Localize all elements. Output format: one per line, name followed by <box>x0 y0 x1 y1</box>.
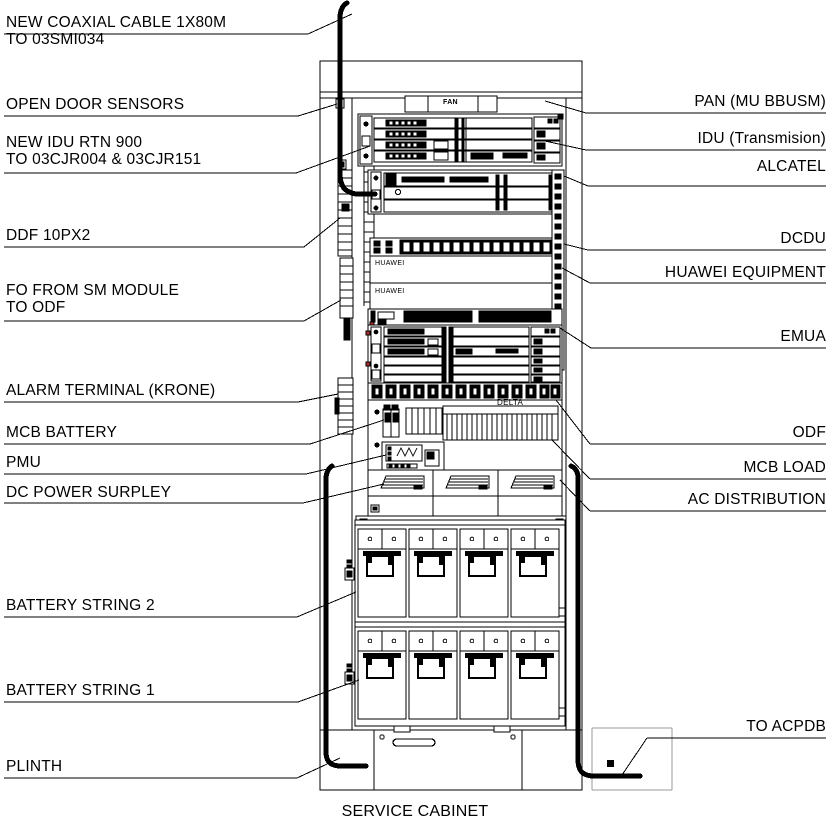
odf-breaker-strip <box>367 382 563 401</box>
rack-text-huawei-2: HUAWEI <box>375 288 405 295</box>
label-fo-from-sm-module-line1: FO FROM SM MODULE <box>6 282 180 299</box>
label-alcatel: ALCATEL <box>756 158 826 175</box>
label-ddf-10px2-line1: DDF 10PX2 <box>6 227 91 244</box>
coaxial-cable-run <box>337 0 378 197</box>
plinth-base <box>319 725 583 791</box>
rack-text-huawei-1: HUAWEI <box>375 260 405 267</box>
label-open-door-sensors: OPEN DOOR SENSORS <box>6 96 184 113</box>
label-plinth: PLINTH <box>6 758 62 775</box>
caption-service-cabinet: SERVICE CABINET <box>341 803 489 820</box>
fan-tray <box>404 95 498 113</box>
label-new-idu-rtn-900-line1: NEW IDU RTN 900 <box>6 134 143 151</box>
label-open-door-sensors-line1: OPEN DOOR SENSORS <box>6 96 185 113</box>
label-mcb-battery: MCB BATTERY <box>6 424 117 441</box>
label-new-idu-rtn-900-line2: TO 03CJR004 & 03CJR151 <box>6 151 202 168</box>
label-pan-mu-bbusm: PAN (MU BBUSM) <box>694 93 826 110</box>
label-ac-distribution: AC DISTRIBUTION <box>687 491 826 508</box>
battery-cable-connectors <box>344 559 355 685</box>
label-to-acpdb: TO ACPDB <box>746 718 826 735</box>
label-fo-from-sm-module: FO FROM SM MODULE TO ODF <box>6 282 179 316</box>
label-pmu: PMU <box>6 454 41 471</box>
label-new-coaxial-cable-line2: TO 03SMI034 <box>6 31 105 48</box>
label-ddf-10px2: DDF 10PX2 <box>6 227 91 244</box>
rack-text-delta: DELTA <box>497 398 524 407</box>
label-fo-from-sm-module-line2: TO ODF <box>6 299 66 316</box>
label-pmu-line1: PMU <box>6 454 42 471</box>
label-mcb-load: MCB LOAD <box>743 459 826 476</box>
label-new-idu-rtn-900: NEW IDU RTN 900 TO 03CJR004 & 03CJR151 <box>6 134 201 168</box>
ac-feed-cable-run <box>568 463 643 779</box>
label-battery-string-1: BATTERY STRING 1 <box>6 682 155 699</box>
label-odf: ODF <box>792 424 826 441</box>
label-alarm-terminal-krone-line1: ALARM TERMINAL (KRONE) <box>6 382 216 399</box>
label-plinth-line1: PLINTH <box>6 758 63 775</box>
label-battery-string-1-line1: BATTERY STRING 1 <box>6 682 155 699</box>
construction-guides <box>591 727 673 791</box>
label-dc-power-surpley-line1: DC POWER SURPLEY <box>6 484 172 501</box>
dc-cable-run-left <box>323 463 369 769</box>
huawei-panel-group <box>369 255 563 310</box>
label-huawei-equipment: HUAWEI EQUIPMENT <box>664 264 826 281</box>
mcb-delta-panel <box>367 399 563 471</box>
label-dcdu: DCDU <box>780 230 826 247</box>
leader-lines-left <box>4 13 387 779</box>
label-new-coaxial-cable-line1: NEW COAXIAL CABLE 1X80M <box>6 14 227 31</box>
label-emua: EMUA <box>780 328 826 345</box>
rack-text-fan: FAN <box>443 99 458 106</box>
label-battery-string-2: BATTERY STRING 2 <box>6 597 155 614</box>
emua-card-cage <box>365 324 563 384</box>
label-alarm-terminal-krone: ALARM TERMINAL (KRONE) <box>6 382 215 399</box>
pan-mu-bbusm-shelf <box>367 169 563 215</box>
idu-alcatel-shelf <box>357 113 564 167</box>
label-idu-transmision: IDU (Transmision) <box>697 130 826 147</box>
label-battery-string-2-line1: BATTERY STRING 2 <box>6 597 155 614</box>
label-new-coaxial-cable: NEW COAXIAL CABLE 1X80M TO 03SMI034 <box>6 14 226 48</box>
emua-power-shelf <box>367 308 563 327</box>
dcdu-unit <box>369 237 563 257</box>
label-mcb-battery-line1: MCB BATTERY <box>6 424 118 441</box>
dc-rectifier-modules <box>367 469 563 517</box>
leader-lines-right <box>544 100 826 776</box>
acpdb-terminal-marker <box>607 760 614 767</box>
label-dc-power-surpley: DC POWER SURPLEY <box>6 484 171 501</box>
